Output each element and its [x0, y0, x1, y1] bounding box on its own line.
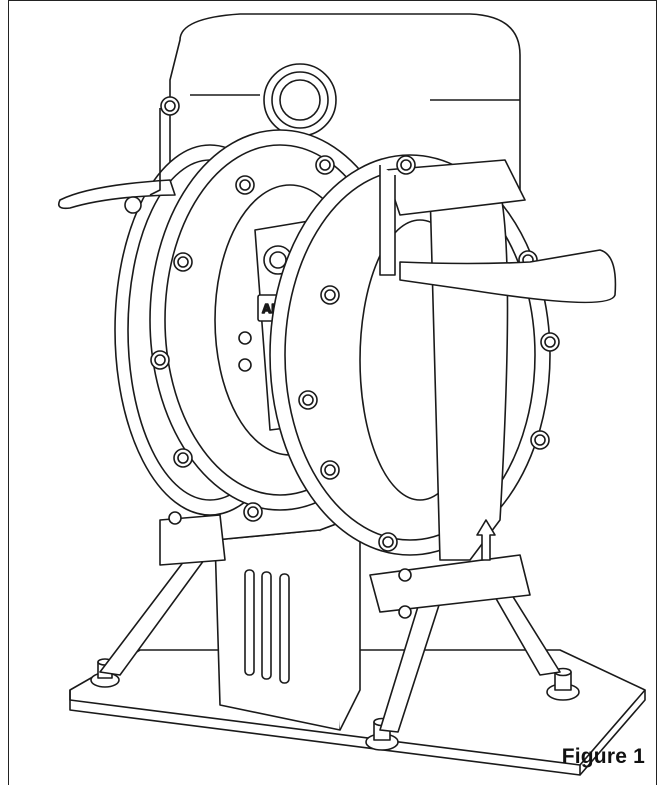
clamp-bolt-bottom-right — [398, 605, 412, 619]
bottom-clamp-bracket — [369, 554, 531, 613]
handle-right — [399, 249, 617, 304]
right-chamber-bolts — [298, 250, 560, 552]
clamp-bolt-top — [396, 155, 416, 175]
figure-label: Figure 1 — [561, 745, 645, 768]
pedestal-vent-slots — [244, 569, 290, 684]
pedestal-box — [214, 529, 341, 731]
right-inlet-pipe — [429, 189, 509, 561]
frame-border-right — [656, 0, 657, 785]
frame-border-top — [8, 0, 657, 1]
clamp-bolt-upper-left — [160, 96, 180, 116]
clamp-bolt-bottom — [398, 568, 412, 582]
right-chamber-ring-outer — [269, 154, 551, 556]
left-foot-block — [159, 514, 226, 566]
base-bolt-right — [546, 667, 580, 701]
flow-arrow — [476, 519, 496, 561]
clamp-bolt-left — [124, 196, 142, 214]
frame-border-left — [8, 0, 9, 785]
left-chamber-bolts — [150, 155, 335, 522]
air-inlet-port — [263, 245, 293, 275]
outlet-port — [263, 63, 337, 137]
